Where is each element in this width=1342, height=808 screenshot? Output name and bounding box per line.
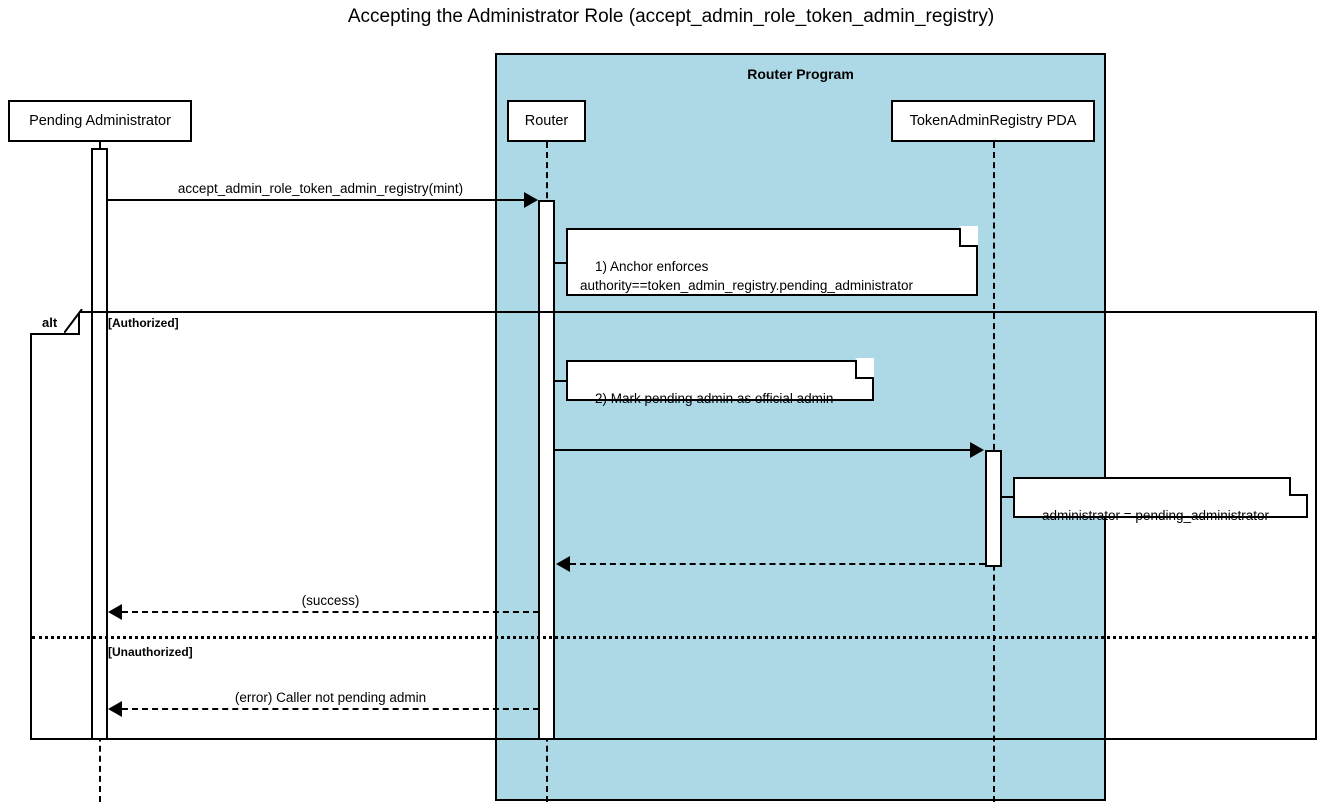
alt-fragment-tab-bevel (64, 309, 84, 335)
note-text-anchor-enforces: 1) Anchor enforces authority==token_admi… (580, 258, 913, 294)
participant-token-admin-registry-pda[interactable]: TokenAdminRegistry PDA (891, 100, 1095, 142)
note-text-administrator-assign: administrator = pending_administrator (1042, 507, 1270, 523)
participant-pending-administrator[interactable]: Pending Administrator (8, 100, 192, 142)
alt-fragment-frame (30, 311, 1317, 740)
alt-tab-bevel-icon (64, 309, 83, 334)
message-line-success-return (122, 611, 539, 613)
guard-label-unauthorized: [Unauthorized] (108, 645, 193, 659)
participant-router[interactable]: Router (507, 100, 586, 142)
message-label-success-return: (success) (301, 593, 360, 608)
message-arrowhead-update-registry (970, 442, 984, 458)
participant-label-pending-administrator: Pending Administrator (29, 113, 171, 129)
note-text-mark-admin: 2) Mark pending admin as official admin (595, 390, 834, 406)
alt-fragment-tab-label: alt (42, 315, 58, 330)
message-arrowhead-error-return (108, 701, 122, 717)
note-connector-administrator-assign (1002, 496, 1014, 498)
guard-label-authorized: [Authorized] (108, 316, 179, 330)
note-mark-admin: 2) Mark pending admin as official admin (566, 358, 874, 406)
message-arrowhead-registry-return (556, 556, 570, 572)
message-arrowhead-accept-call (524, 192, 538, 208)
note-administrator-assign: administrator = pending_administrator (1013, 475, 1308, 523)
note-fold-corner-icon (959, 226, 978, 247)
message-label-error-return: (error) Caller not pending admin (234, 690, 427, 705)
participant-label-token-admin-registry-pda: TokenAdminRegistry PDA (909, 113, 1077, 129)
note-connector-mark-admin (555, 380, 567, 382)
activation-bar-token-admin-registry-pda (985, 450, 1002, 567)
message-line-registry-return (570, 563, 985, 565)
note-anchor-enforces: 1) Anchor enforces authority==token_admi… (566, 226, 978, 296)
group-box-router-program: Router Program (495, 53, 1106, 801)
message-label-accept-call: accept_admin_role_token_admin_registry(m… (177, 181, 464, 196)
page-title: Accepting the Administrator Role (accept… (347, 6, 995, 27)
message-arrowhead-success-return (108, 604, 122, 620)
message-line-error-return (122, 708, 539, 710)
participant-label-router: Router (524, 113, 569, 129)
note-fold-corner-icon-3 (1289, 475, 1308, 496)
alt-fragment-divider (32, 636, 1315, 639)
note-fold-corner-icon-2 (855, 358, 874, 379)
group-label-router-program: Router Program (747, 66, 854, 82)
message-line-update-registry (555, 449, 974, 451)
message-line-accept-call (108, 199, 533, 201)
note-connector-anchor-enforces (555, 262, 567, 264)
